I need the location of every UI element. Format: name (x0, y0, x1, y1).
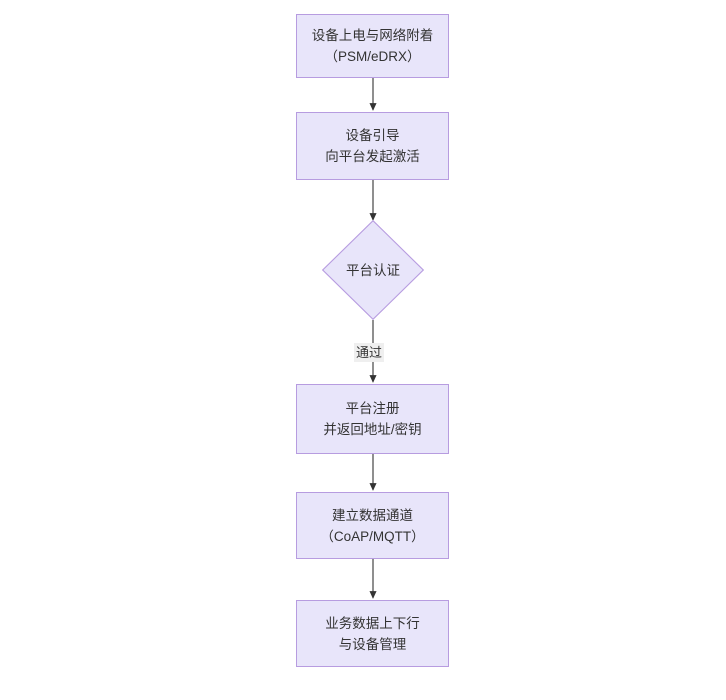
node-label-line1: 平台认证 (346, 262, 400, 278)
node-device-bootstrap[interactable]: 设备引导 向平台发起激活 (296, 112, 449, 180)
node-label-line2: （CoAP/MQTT） (320, 528, 425, 544)
edge-label-pass: 通过 (354, 343, 385, 362)
node-label-line1: 设备引导 (345, 128, 400, 143)
edge-label-text: 通过 (356, 345, 383, 360)
node-label-line2: 与设备管理 (338, 636, 407, 652)
node-business-data-and-device-management[interactable]: 业务数据上下行 与设备管理 (296, 600, 449, 667)
node-device-power-on[interactable]: 设备上电与网络附着 （PSM/eDRX） (296, 14, 449, 78)
node-label-line2: 向平台发起激活 (325, 149, 420, 164)
node-establish-data-channel[interactable]: 建立数据通道 （CoAP/MQTT） (296, 492, 449, 559)
node-platform-registration[interactable]: 平台注册 并返回地址/密钥 (296, 384, 449, 454)
node-platform-authentication[interactable]: 平台认证 (322, 220, 424, 320)
node-label-line2: 并返回地址/密钥 (323, 422, 422, 437)
node-label-line2: （PSM/eDRX） (324, 49, 421, 64)
node-label-line1: 业务数据上下行 (325, 615, 420, 631)
node-label: 平台认证 (322, 220, 424, 320)
diamond-shape (322, 220, 424, 320)
node-label-line1: 设备上电与网络附着 (311, 28, 434, 43)
node-label-line1: 建立数据通道 (332, 507, 413, 523)
node-label-line1: 平台注册 (345, 401, 400, 416)
